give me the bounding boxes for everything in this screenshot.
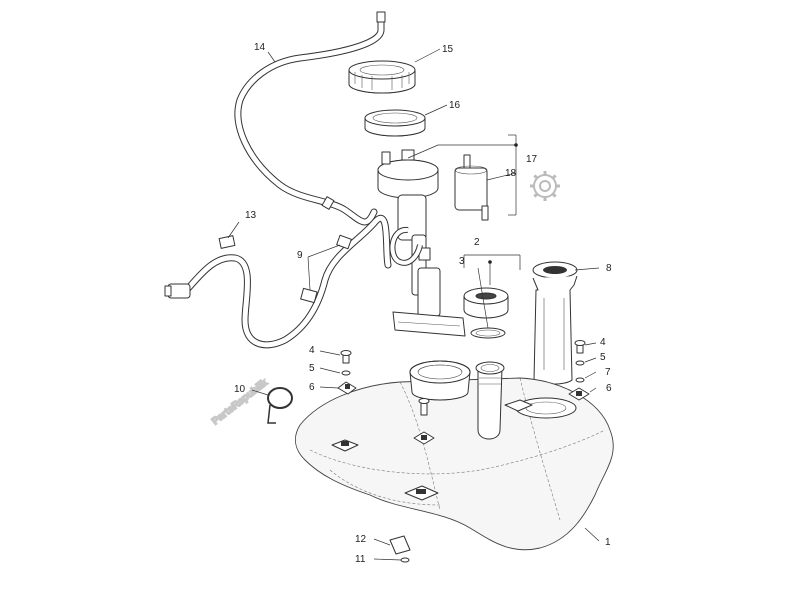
part-14-hose — [234, 11, 386, 226]
part-9-clamps — [300, 234, 352, 304]
part-16-gasket — [364, 109, 426, 137]
part-4-5-6-7-right-hardware — [568, 340, 590, 401]
callout-5-right: 5 — [600, 352, 606, 363]
part-13-hose — [164, 215, 392, 349]
callout-17: 17 — [526, 154, 538, 165]
part-4-5-6-left-hardware — [337, 350, 435, 445]
callout-5-left: 5 — [309, 363, 315, 374]
part-8-level-sender — [532, 261, 578, 385]
part-11-12-hardware — [389, 535, 411, 563]
callout-1: 1 — [605, 537, 611, 548]
part-17-fuel-pump — [377, 149, 466, 337]
callout-18: 18 — [505, 168, 517, 179]
callout-11: 11 — [355, 554, 366, 565]
callout-15: 15 — [442, 44, 454, 55]
callout-9: 9 — [297, 250, 303, 261]
callout-4-right: 4 — [600, 337, 606, 348]
callout-2: 2 — [474, 237, 480, 248]
callout-6-right: 6 — [606, 383, 612, 394]
callout-13: 13 — [245, 210, 257, 221]
part-2-filler-cap — [463, 287, 509, 319]
callout-16: 16 — [449, 100, 461, 111]
callout-4-left: 4 — [309, 345, 315, 356]
callout-12: 12 — [355, 534, 367, 545]
callout-8: 8 — [606, 263, 612, 274]
callout-labels: 14 15 16 17 18 13 9 2 3 8 4 5 6 4 5 7 6 … — [234, 42, 612, 565]
leader-lines — [227, 48, 600, 561]
callout-10: 10 — [234, 384, 246, 395]
part-3-gasket — [470, 327, 506, 339]
part-1-fuel-tank — [294, 360, 614, 551]
callout-3: 3 — [459, 256, 465, 267]
part-18-fuel-filter — [454, 154, 489, 221]
callout-14: 14 — [254, 42, 266, 53]
callout-6-left: 6 — [309, 382, 315, 393]
part-10-clip — [267, 387, 293, 424]
callout-7: 7 — [605, 367, 611, 378]
gear-icon — [530, 171, 560, 201]
part-15-ring-nut — [348, 60, 416, 94]
